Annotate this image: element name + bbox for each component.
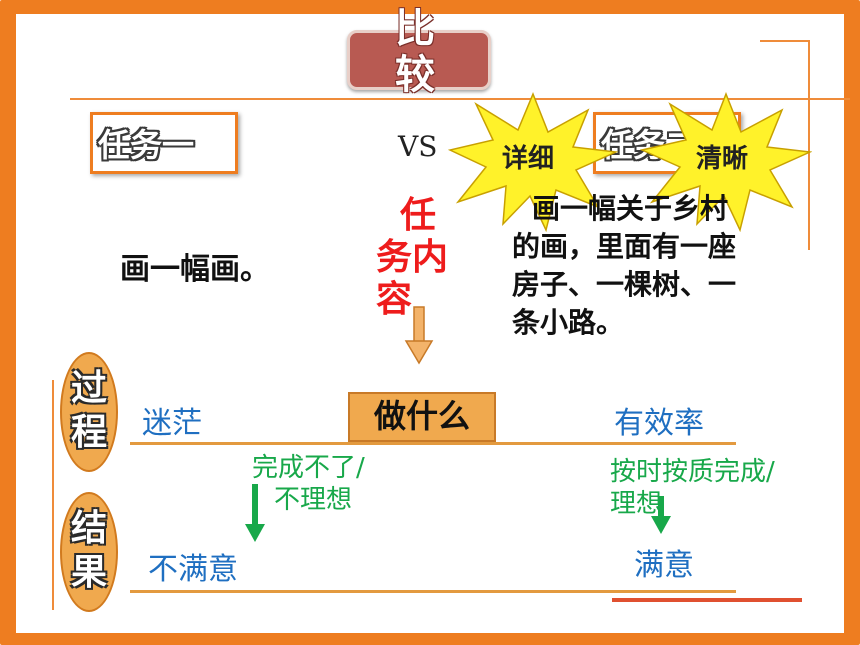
accent-red-line [612,598,802,602]
task-content-label-1: 任 [400,195,437,236]
left-accent-line [52,380,54,610]
process-label-2: 程 [70,412,107,453]
result-label-1: 结 [70,508,107,549]
process-label-1: 过 [70,368,107,409]
note-left-line: 不理想 [274,485,353,515]
note-right-line: 按时按质完成/ [610,457,775,487]
what-to-do-box [348,392,496,442]
burst-clear-icon [640,92,812,232]
right-accent-line [808,40,810,250]
task-two-line: 房子、一棵树、一 [512,268,737,301]
result-label-2: 果 [70,552,107,593]
task-one-label: 任务一 [98,126,195,164]
note-left: 完成不了/ 不理想 [252,452,365,516]
task-content-label-2: 务内 [376,237,449,278]
arrow-down-icon [404,306,434,365]
right-accent-top [760,40,810,42]
process-oval [60,352,118,472]
result-line [130,590,736,593]
process-line [130,442,736,445]
task-two-line: 的画，里面有一座 [512,230,737,263]
burst-detailed-label: 详细 [502,144,555,174]
task-two-line: 画一幅关于乡村 [532,192,729,225]
process-right-text: 有效率 [614,406,704,441]
what-to-do-label: 做什么 [373,397,470,435]
page-title: 比较 [395,6,435,98]
arrow-down-icon [245,484,265,542]
arrow-down-icon [651,496,671,534]
task-two-content: 画一幅关于乡村 的画，里面有一座 房子、一棵树、一 条小路。 [512,190,802,342]
task-one-box [90,112,238,174]
note-right-line: 理想 [610,489,663,519]
result-left-text: 不满意 [148,552,238,587]
burst-detailed-icon [448,92,618,232]
vs-label: VS [398,130,438,163]
note-right: 按时按质完成/ 理想 [610,456,775,520]
process-left-text: 迷茫 [142,406,202,441]
title-box [347,30,491,90]
top-divider-line [70,98,850,100]
task-content-label-3: 容 [376,279,413,320]
result-right-text: 满意 [634,548,694,583]
burst-clear-label: 清晰 [696,144,749,174]
task-one-content: 画一幅画。 [120,252,270,287]
task-two-line: 条小路。 [512,306,625,339]
result-oval [60,492,118,612]
note-left-line: 完成不了/ [252,453,365,483]
